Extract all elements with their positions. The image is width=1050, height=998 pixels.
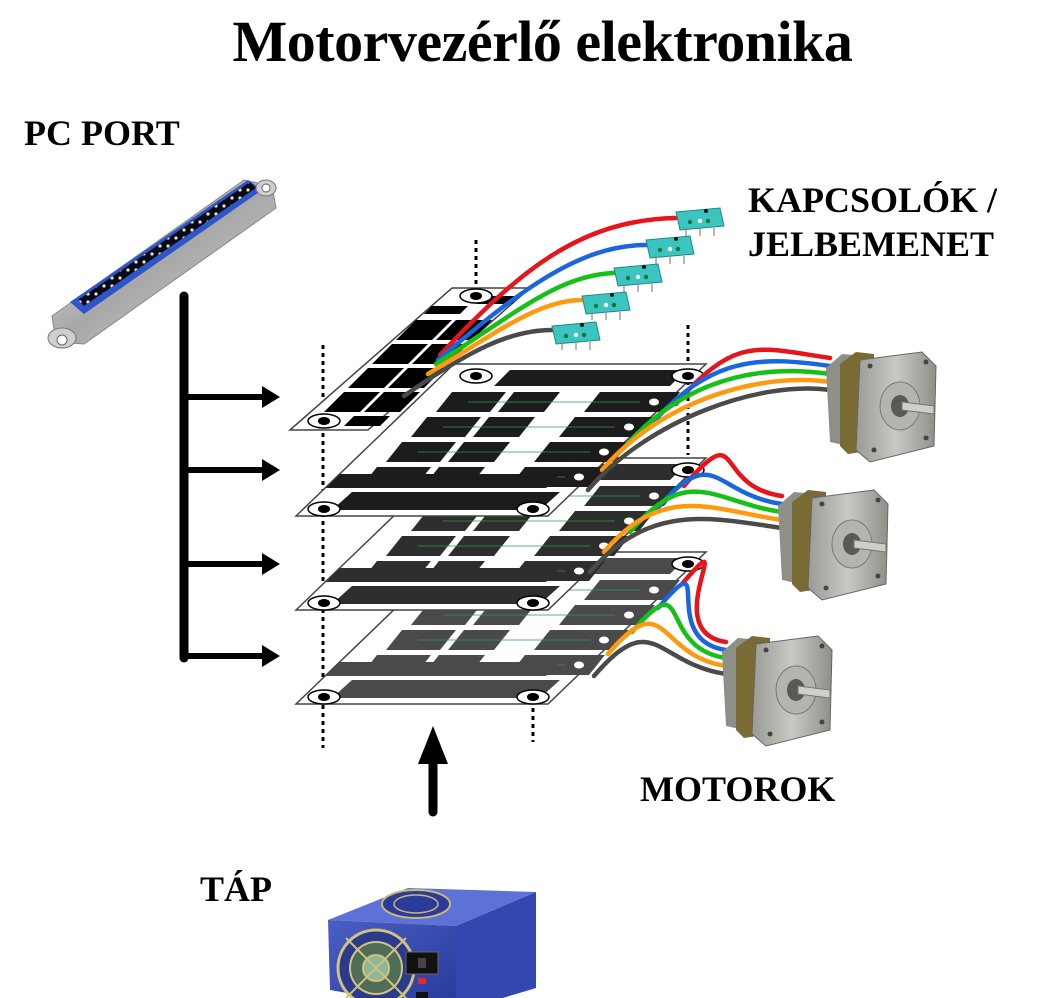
motor-wire-green: [627, 489, 785, 535]
switches-label-line1: KAPCSOLÓK /: [748, 180, 998, 220]
switches-label-line2: JELBEMENET: [748, 224, 995, 264]
motor-wire-orange: [599, 377, 833, 473]
pc-port-label: PC PORT: [24, 113, 180, 153]
motor-wire-blue: [655, 581, 729, 653]
diagram-title: Motorvezérlő elektronika: [232, 9, 853, 74]
psu-arrow: [418, 726, 448, 817]
bus-arrow-3: [184, 553, 280, 575]
bus-arrow-2: [184, 459, 280, 481]
microswitch-icon: [581, 291, 631, 320]
motor-wire-gray: [587, 516, 785, 575]
psu-label: TÁP: [200, 869, 272, 909]
motor-wire-green: [621, 368, 833, 451]
motor-wire-orange: [605, 621, 729, 669]
motor-wire-orange: [601, 503, 785, 555]
stepper-motor-icon: [778, 489, 889, 601]
pc-port-connector-icon: [47, 179, 277, 349]
driver-board-2: [294, 457, 708, 611]
microswitch-icon: [645, 235, 695, 264]
motor-wire-gray: [585, 386, 833, 493]
stepper-motor-icon: [722, 635, 833, 747]
switches-label: KAPCSOLÓK / JELBEMENET: [748, 178, 997, 266]
motor-wire-blue: [653, 472, 785, 513]
motor-wire-green: [629, 602, 729, 661]
microswitch-icon: [551, 321, 601, 350]
microswitch-icon: [675, 207, 725, 236]
bus-arrow-4: [184, 645, 280, 667]
motor-wire-red: [681, 453, 785, 499]
pc-bus: [179, 291, 280, 667]
motors-label: MOTOROK: [640, 769, 836, 809]
driver-board-1: [294, 363, 708, 517]
stepper-motor-icon: [826, 351, 937, 463]
switch-wires: [401, 215, 679, 399]
motor-wire-red: [679, 559, 729, 645]
microswitch-icon: [613, 263, 663, 292]
motor-wire-gray: [591, 639, 729, 679]
power-supply-icon: [328, 888, 536, 998]
bus-arrow-1: [184, 386, 280, 408]
